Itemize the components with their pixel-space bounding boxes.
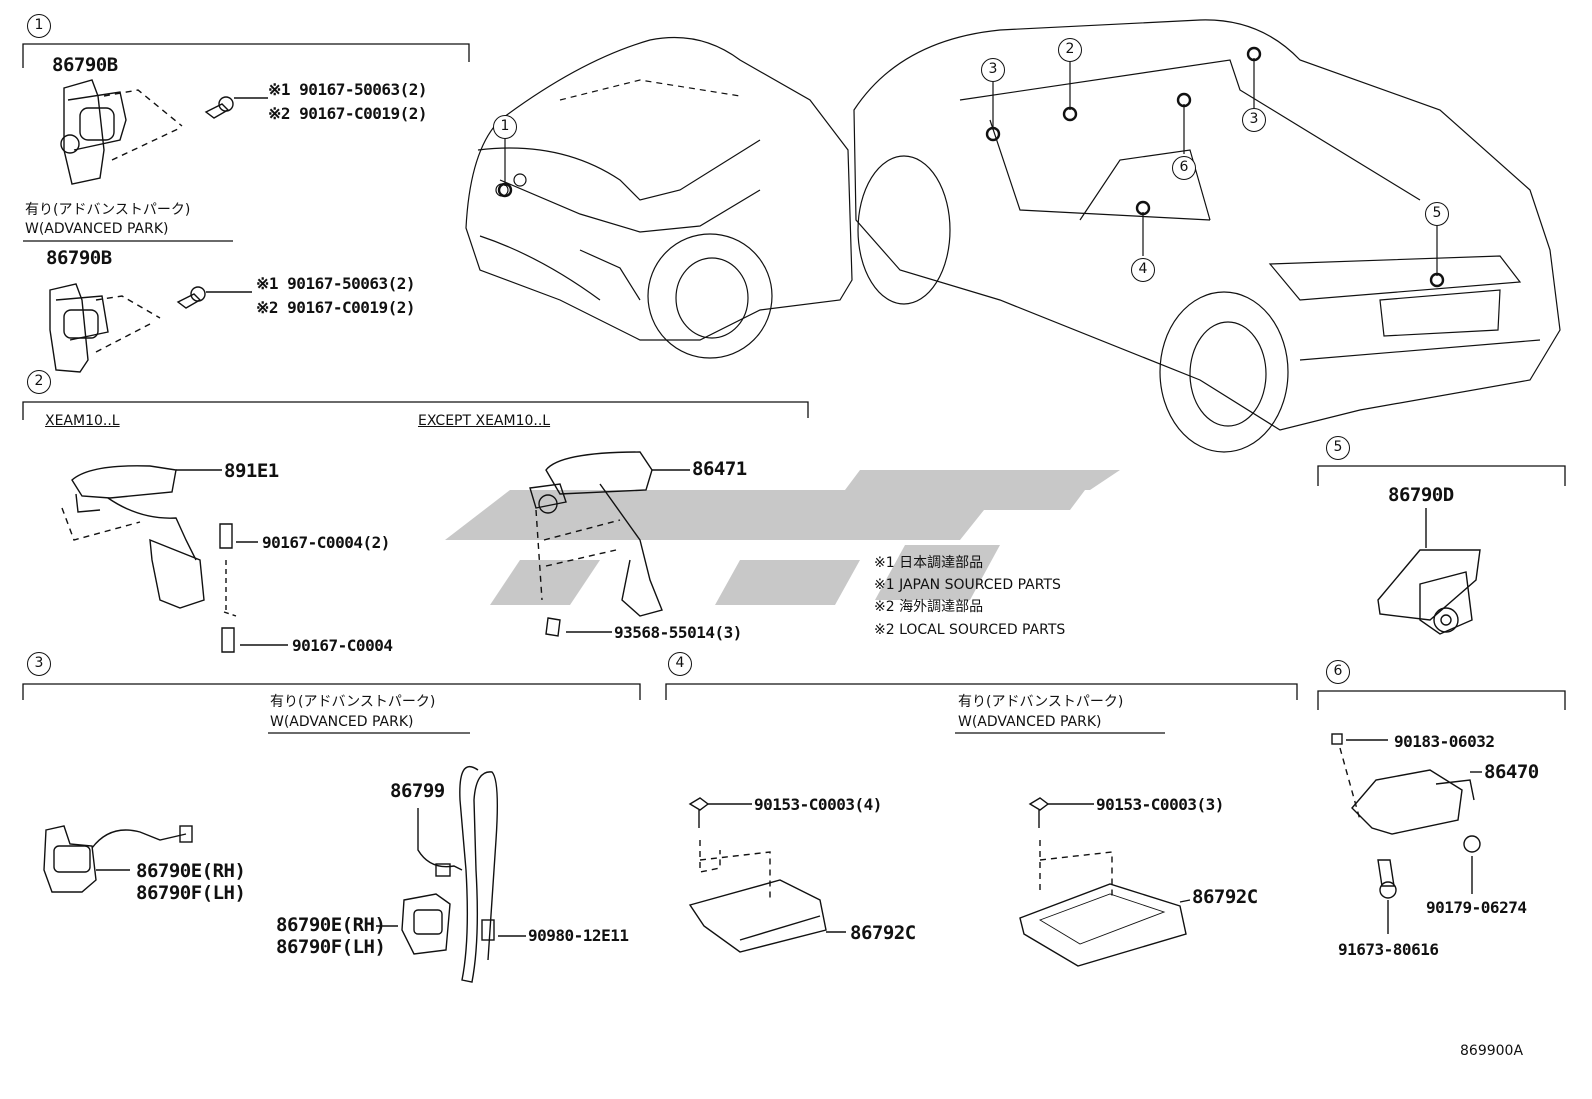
condition-en: W(ADVANCED PARK): [25, 221, 169, 237]
nut-90183-06032: 90183-06032: [1394, 732, 1495, 751]
section-2-callout: 2: [27, 370, 51, 394]
section-1-callout: 1: [27, 14, 51, 38]
section-3-callout: 3: [27, 652, 51, 676]
grommet-90179-06274: 90179-06274: [1426, 898, 1527, 917]
camera-86790B-drawing: [60, 79, 268, 185]
camera-86790D-drawing: [1377, 508, 1481, 635]
harness-86799-drawing: [376, 765, 526, 983]
sec4-condition-en: W(ADVANCED PARK): [958, 714, 1102, 730]
bolt-91673-80616: 91673-80616: [1338, 940, 1439, 959]
section-6-callout: 6: [1326, 660, 1350, 684]
bolt-90153-C0003-4: 90153-C0003(4): [754, 795, 882, 814]
section-4-callout: 4: [668, 652, 692, 676]
unit-86470-drawing: [1331, 733, 1482, 934]
label-xeam10: XEAM10..L: [45, 413, 120, 429]
car-callout-3-left: 3: [981, 58, 1005, 82]
sec4-condition-jp: 有り(アドバンストパーク): [958, 694, 1124, 710]
car-callout-1: 1: [493, 115, 517, 139]
note-1-jp: ※1 日本調達部品: [874, 555, 984, 571]
condition-jp: 有り(アドバンストパーク): [25, 202, 191, 218]
bolt-japan-b: ※1 90167-50063(2): [256, 274, 416, 293]
section-brackets: [22, 43, 1566, 710]
note-2-jp: ※2 海外調達部品: [874, 599, 984, 615]
callout-leaders: [497, 46, 1445, 288]
car-callout-4: 4: [1131, 258, 1155, 282]
screw-93568-55014: 93568-55014(3): [614, 623, 742, 642]
ecu-86792C-right: 86792C: [1192, 886, 1258, 908]
car-front-drawing: [465, 36, 853, 359]
bolt-local-b: ※2 90167-C0019(2): [256, 298, 416, 317]
sec3-condition-en: W(ADVANCED PARK): [270, 714, 414, 730]
label-except-xeam10: EXCEPT XEAM10..L: [418, 413, 551, 429]
sec3-condition-jp: 有り(アドバンストパーク): [270, 694, 436, 710]
clip-90980-12E11: 90980-12E11: [528, 926, 629, 945]
part-86790F-lh-a: 86790F(LH): [136, 882, 246, 904]
part-86790B: 86790B: [52, 54, 118, 76]
watermark-logo: [445, 470, 1120, 605]
car-callout-6: 6: [1172, 156, 1196, 180]
screw-90167-C0004: 90167-C0004: [292, 636, 393, 655]
part-86790E-rh-a: 86790E(RH): [136, 860, 246, 882]
note-1-en: ※1 JAPAN SOURCED PARTS: [874, 577, 1061, 593]
part-86790B-b: 86790B: [46, 247, 112, 269]
ecu-86792C-left-drawing: [688, 797, 846, 953]
part-86790F-lh-b: 86790F(LH): [276, 936, 386, 958]
note-2-en: ※2 LOCAL SOURCED PARTS: [874, 622, 1066, 638]
bolt-local-a: ※2 90167-C0019(2): [268, 104, 428, 123]
camera-86790D: 86790D: [1388, 484, 1454, 506]
label-underlines: [23, 240, 1165, 734]
part-86790E-rh-b: 86790E(RH): [276, 914, 386, 936]
car-callout-5: 5: [1425, 202, 1449, 226]
part-891E1: 891E1: [224, 460, 279, 482]
handle-86471-drawing: [529, 451, 690, 637]
screw-90167-C0004-2: 90167-C0004(2): [262, 533, 390, 552]
section-5-callout: 5: [1326, 436, 1350, 460]
unit-86470: 86470: [1484, 761, 1539, 783]
handle-891E1-drawing: [61, 465, 288, 653]
car-rear-drawing: [853, 19, 1561, 453]
sensor-86790E-drawing: [43, 825, 193, 893]
part-86471: 86471: [692, 458, 747, 480]
ecu-86792C-right-drawing: [1019, 797, 1191, 967]
car-callout-2: 2: [1058, 38, 1082, 62]
harness-86799: 86799: [390, 780, 445, 802]
bolt-japan-a: ※1 90167-50063(2): [268, 80, 428, 99]
bolt-90153-C0003-3: 90153-C0003(3): [1096, 795, 1224, 814]
diagram-code: 869900A: [1460, 1043, 1524, 1059]
car-callout-3-right: 3: [1242, 108, 1266, 132]
ecu-86792C-left: 86792C: [850, 922, 916, 944]
camera-86790B-b-drawing: [49, 283, 252, 373]
